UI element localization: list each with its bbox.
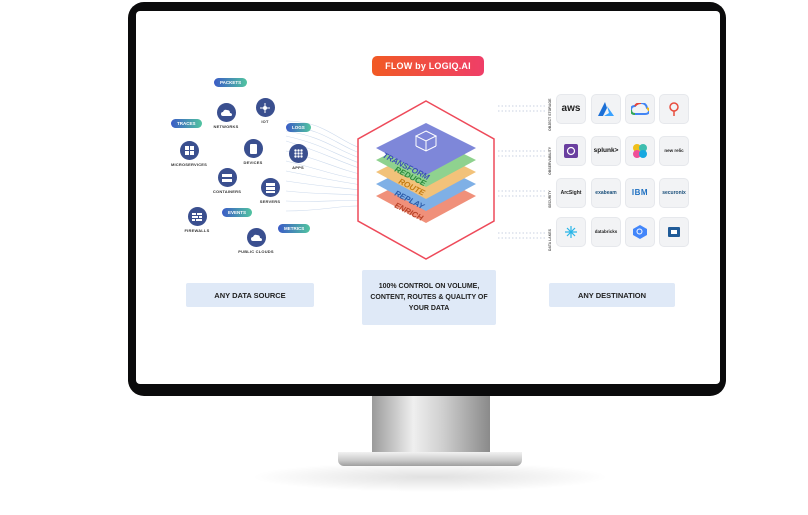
tag-metrics: METRICS <box>278 224 311 233</box>
ceph-icon <box>669 102 679 116</box>
tag-traces: TRACES <box>171 119 202 128</box>
dest-ibm-qradar: IBM <box>626 179 654 207</box>
panel-any-destination: ANY DESTINATION <box>549 283 675 307</box>
dest-amazon-redshift <box>660 218 688 246</box>
dest-splunk: splunk> <box>592 137 620 165</box>
source-devices: DEVICES <box>216 139 290 165</box>
row-label-data-lakes: DATA LAKES <box>548 229 552 251</box>
snowflake-icon <box>565 226 577 238</box>
dest-azure <box>592 95 620 123</box>
flow-title-badge: FLOW by LOGIQ.AI <box>372 56 484 76</box>
source-networks: NETWORKS <box>189 103 263 129</box>
google-cloud-icon <box>631 103 649 115</box>
apps-grid-icon <box>288 144 308 163</box>
dest-arcsight: ArcSight <box>557 179 585 207</box>
microservices-icon <box>179 141 199 160</box>
source-public-clouds: PUBLIC CLOUDS <box>219 228 293 254</box>
redshift-icon <box>668 227 680 237</box>
public-cloud-icon <box>246 228 266 247</box>
monitor-neck <box>372 396 490 454</box>
source-firewalls: FIREWALLS <box>160 207 234 233</box>
row-label-object-storage: OBJECT STORAGE <box>548 98 552 131</box>
dest-databricks: databricks <box>592 218 620 246</box>
monitor-base <box>338 452 522 466</box>
source-iot: IOT <box>228 98 302 124</box>
panel-any-data-source: ANY DATA SOURCE <box>186 283 314 307</box>
grafana-icon <box>564 144 578 158</box>
dest-google-cloud <box>626 95 654 123</box>
panel-control: 100% CONTROL ON VOLUME, CONTENT, ROUTES … <box>362 270 496 325</box>
source-label: PUBLIC CLOUDS <box>238 249 274 254</box>
devices-icon <box>243 139 263 158</box>
tag-packets: PACKETS <box>214 78 248 87</box>
monitor-shadow <box>250 462 610 492</box>
dest-exabeam: exabeam <box>592 179 620 207</box>
source-label: APPS <box>292 165 304 170</box>
dest-snowflake <box>557 218 585 246</box>
dest-aws: aws <box>557 95 585 123</box>
source-containers: CONTAINERS <box>190 168 264 194</box>
source-servers: SERVERS <box>233 178 307 204</box>
elastic-icon <box>633 144 647 158</box>
tag-logs: LOGS <box>286 123 311 132</box>
row-label-observability: OBSERVABILITY <box>548 146 552 175</box>
cloud-network-icon <box>216 103 236 122</box>
source-label: CONTAINERS <box>212 189 242 194</box>
firewall-icon <box>187 207 207 226</box>
dest-securonix: securonix <box>660 179 688 207</box>
source-apps: APPS <box>261 144 335 170</box>
cube-icon <box>414 130 438 152</box>
dest-elastic <box>626 137 654 165</box>
layer-stack <box>376 123 476 223</box>
source-label: SERVERS <box>259 199 281 204</box>
source-label: DEVICES <box>243 160 263 165</box>
dest-new-relic: new relic <box>660 137 688 165</box>
monitor-screen: TRANSFORM REDUCE ROUTE REPLAY ENRICH FLO… <box>136 11 720 384</box>
tag-events: EVENTS <box>222 208 253 217</box>
source-label: FIREWALLS <box>184 228 210 233</box>
azure-icon <box>598 102 614 116</box>
servers-icon <box>260 178 280 197</box>
dest-bigquery <box>626 218 654 246</box>
flow-lines: TRANSFORM REDUCE ROUTE REPLAY ENRICH <box>285 100 546 260</box>
row-label-security: SECURITY <box>548 190 552 208</box>
iot-icon <box>255 98 275 117</box>
source-microservices: MICROSERVICES <box>152 141 226 167</box>
containers-icon <box>217 168 237 187</box>
dest-ceph <box>660 95 688 123</box>
source-label: IOT <box>261 119 269 124</box>
bigquery-icon <box>633 225 647 239</box>
dest-grafana <box>557 137 585 165</box>
source-label: NETWORKS <box>213 124 239 129</box>
source-label: MICROSERVICES <box>170 162 208 167</box>
